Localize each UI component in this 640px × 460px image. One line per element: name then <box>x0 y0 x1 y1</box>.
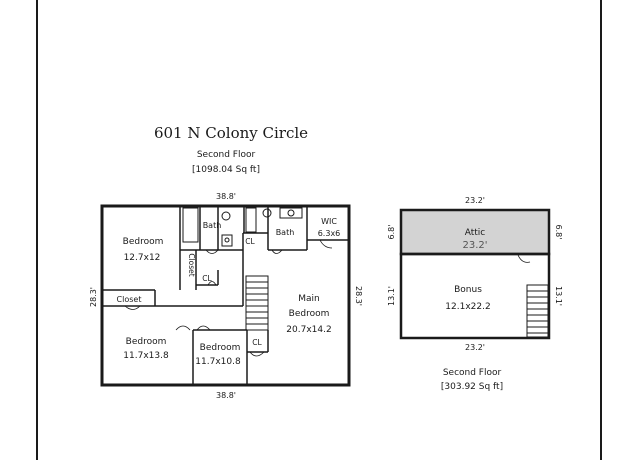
bonus-dim-right: 13.1' <box>554 286 563 306</box>
main-dim-right: 28.3' <box>354 286 363 306</box>
bonus-floor-area: [303.92 Sq ft] <box>441 382 503 392</box>
main-outer-wall <box>100 204 351 387</box>
main-floor-label: Second Floor <box>197 150 256 160</box>
bonus-size: 12.1x22.2 <box>445 302 490 312</box>
room-bath-right: Bath <box>276 228 295 237</box>
stairs-bonus <box>526 284 549 338</box>
room-closet-vertical: Closet <box>187 253 196 276</box>
vanity-right <box>279 207 303 219</box>
main-floor-plan <box>100 204 351 387</box>
room-closet-hall: Closet <box>117 295 142 304</box>
room-bedroom-s-size: 11.7x10.8 <box>195 357 241 367</box>
bonus-dim-left: 13.1' <box>387 286 396 306</box>
room-main-bedroom-name2: Bedroom <box>289 309 330 319</box>
bonus-floor-plan <box>399 208 551 340</box>
room-cl-1: CL <box>245 237 255 246</box>
room-cl-2: CL <box>202 274 212 283</box>
room-cl-3: CL <box>252 338 262 347</box>
door-swing-bonus <box>517 254 531 263</box>
attic-name: Attic <box>465 228 486 238</box>
bonus-dim-bottom: 23.2' <box>465 343 485 352</box>
toilet-left <box>221 234 233 247</box>
room-main-bedroom-name: Main <box>298 294 320 304</box>
bonus-name: Bonus <box>454 285 482 295</box>
bonus-floor-label: Second Floor <box>443 368 502 378</box>
main-dim-left: 28.3' <box>89 287 98 307</box>
bath-fixtures <box>182 207 303 247</box>
room-bedroom-sw-size: 11.7x13.8 <box>123 351 169 361</box>
sink-left <box>221 211 231 221</box>
main-dim-bottom: 38.8' <box>216 391 236 400</box>
room-wic-name: WIC <box>321 217 337 226</box>
door-swings <box>124 239 333 357</box>
address-title: 601 N Colony Circle <box>154 124 308 142</box>
main-floor-area: [1098.04 Sq ft] <box>192 165 260 175</box>
sink-right <box>262 208 272 218</box>
room-bedroom-nw-size: 12.7x12 <box>124 253 161 263</box>
shower-right <box>245 207 257 233</box>
attic-dim-left: 6.8' <box>387 225 396 240</box>
room-main-bedroom-size: 20.7x14.2 <box>286 325 331 335</box>
bonus-room-area <box>399 252 551 340</box>
interior-walls <box>102 206 349 385</box>
attic-dim-right: 6.8' <box>554 225 563 240</box>
room-bedroom-nw-name: Bedroom <box>123 237 164 247</box>
bathtub-left <box>182 207 199 243</box>
attic-size: 23.2' <box>462 240 487 251</box>
bonus-dim-top: 23.2' <box>465 196 485 205</box>
room-wic-size: 6.3x6 <box>318 229 341 238</box>
room-bedroom-sw-name: Bedroom <box>126 337 167 347</box>
stairs-main <box>245 275 269 331</box>
main-dim-top: 38.8' <box>216 192 236 201</box>
room-bath-left: Bath <box>203 221 222 230</box>
room-bedroom-s-name: Bedroom <box>200 343 241 353</box>
